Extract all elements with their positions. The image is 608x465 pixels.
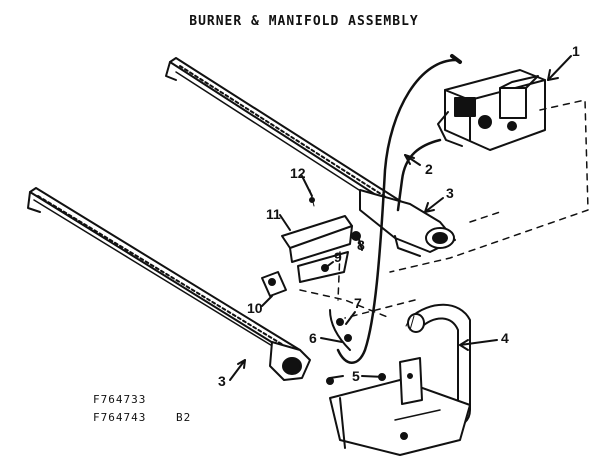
part-number-2: F764743 [93, 411, 147, 424]
reference-lines [299, 99, 589, 319]
callout-1: 1 [572, 43, 580, 59]
pilot-tube [336, 58, 460, 364]
callout-7: 7 [354, 295, 362, 311]
callout-12: 12 [290, 165, 306, 181]
page-code: B2 [176, 411, 192, 424]
callout-9: 9 [334, 249, 342, 265]
diagram-title: BURNER & MANIFOLD ASSEMBLY [189, 14, 419, 29]
gas-valve [437, 69, 546, 151]
upper-burner [165, 57, 456, 257]
callout-2: 2 [425, 161, 433, 177]
lower-burner [27, 187, 311, 381]
valve-outlet-tube [396, 138, 442, 212]
callout-3-upper: 3 [446, 185, 454, 201]
part-number-1: F764733 [93, 393, 147, 406]
callout-3-lower: 3 [218, 373, 226, 389]
callout-11: 11 [266, 206, 281, 222]
callout-10: 10 [247, 300, 263, 316]
mounting-bracket [326, 357, 471, 456]
callout-4: 4 [501, 330, 509, 346]
leader-lines [229, 55, 572, 381]
callout-8: 8 [357, 237, 365, 253]
callout-5: 5 [352, 368, 360, 384]
callout-6: 6 [309, 330, 317, 346]
